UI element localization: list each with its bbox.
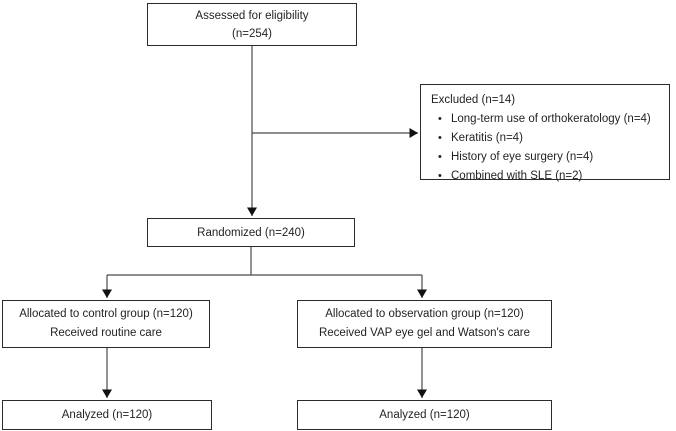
excluded-box: Excluded (n=14) • Long-term use of ortho… [420,84,670,182]
bullet-icon: • [438,151,442,163]
observation-group-box: Allocated to observation group (n=120) R… [297,300,552,348]
excluded-item-label: History of eye surgery (n=4) [451,151,594,163]
observation-line1: Allocated to observation group (n=120) [325,308,524,320]
bullet-icon: • [438,170,442,182]
assessed-box: Assessed for eligibility (n=254) [147,3,357,46]
observation-line2: Received VAP eye gel and Watson's care [318,327,530,339]
excluded-title: Excluded (n=14) [431,94,516,106]
analyzed-observation-label: Analyzed (n=120) [379,409,470,421]
excluded-item-label: Combined with SLE (n=2) [451,170,583,182]
bullet-icon: • [438,113,442,125]
excluded-item: • Long-term use of orthokeratology (n=4) [431,110,661,129]
randomized-label: Randomized (n=240) [197,226,305,239]
analyzed-observation-box: Analyzed (n=120) [297,400,552,430]
excluded-item: • History of eye surgery (n=4) [431,148,661,167]
analyzed-control-label: Analyzed (n=120) [61,409,153,421]
bullet-icon: • [438,132,442,144]
analyzed-control-box: Analyzed (n=120) [2,400,212,430]
control-group-box: Allocated to control group (n=120) Recei… [2,300,210,348]
control-line1: Allocated to control group (n=120) [19,308,193,320]
excluded-item-label: Keratitis (n=4) [451,132,523,144]
control-line2: Received routine care [50,327,162,339]
excluded-item: • Combined with SLE (n=2) [431,167,661,186]
excluded-item: • Keratitis (n=4) [431,129,661,148]
assessed-line1: Assessed for eligibility [195,9,309,22]
assessed-line2: (n=254) [232,27,272,40]
excluded-item-label: Long-term use of orthokeratology (n=4) [451,113,651,125]
randomized-box: Randomized (n=240) [147,218,355,247]
